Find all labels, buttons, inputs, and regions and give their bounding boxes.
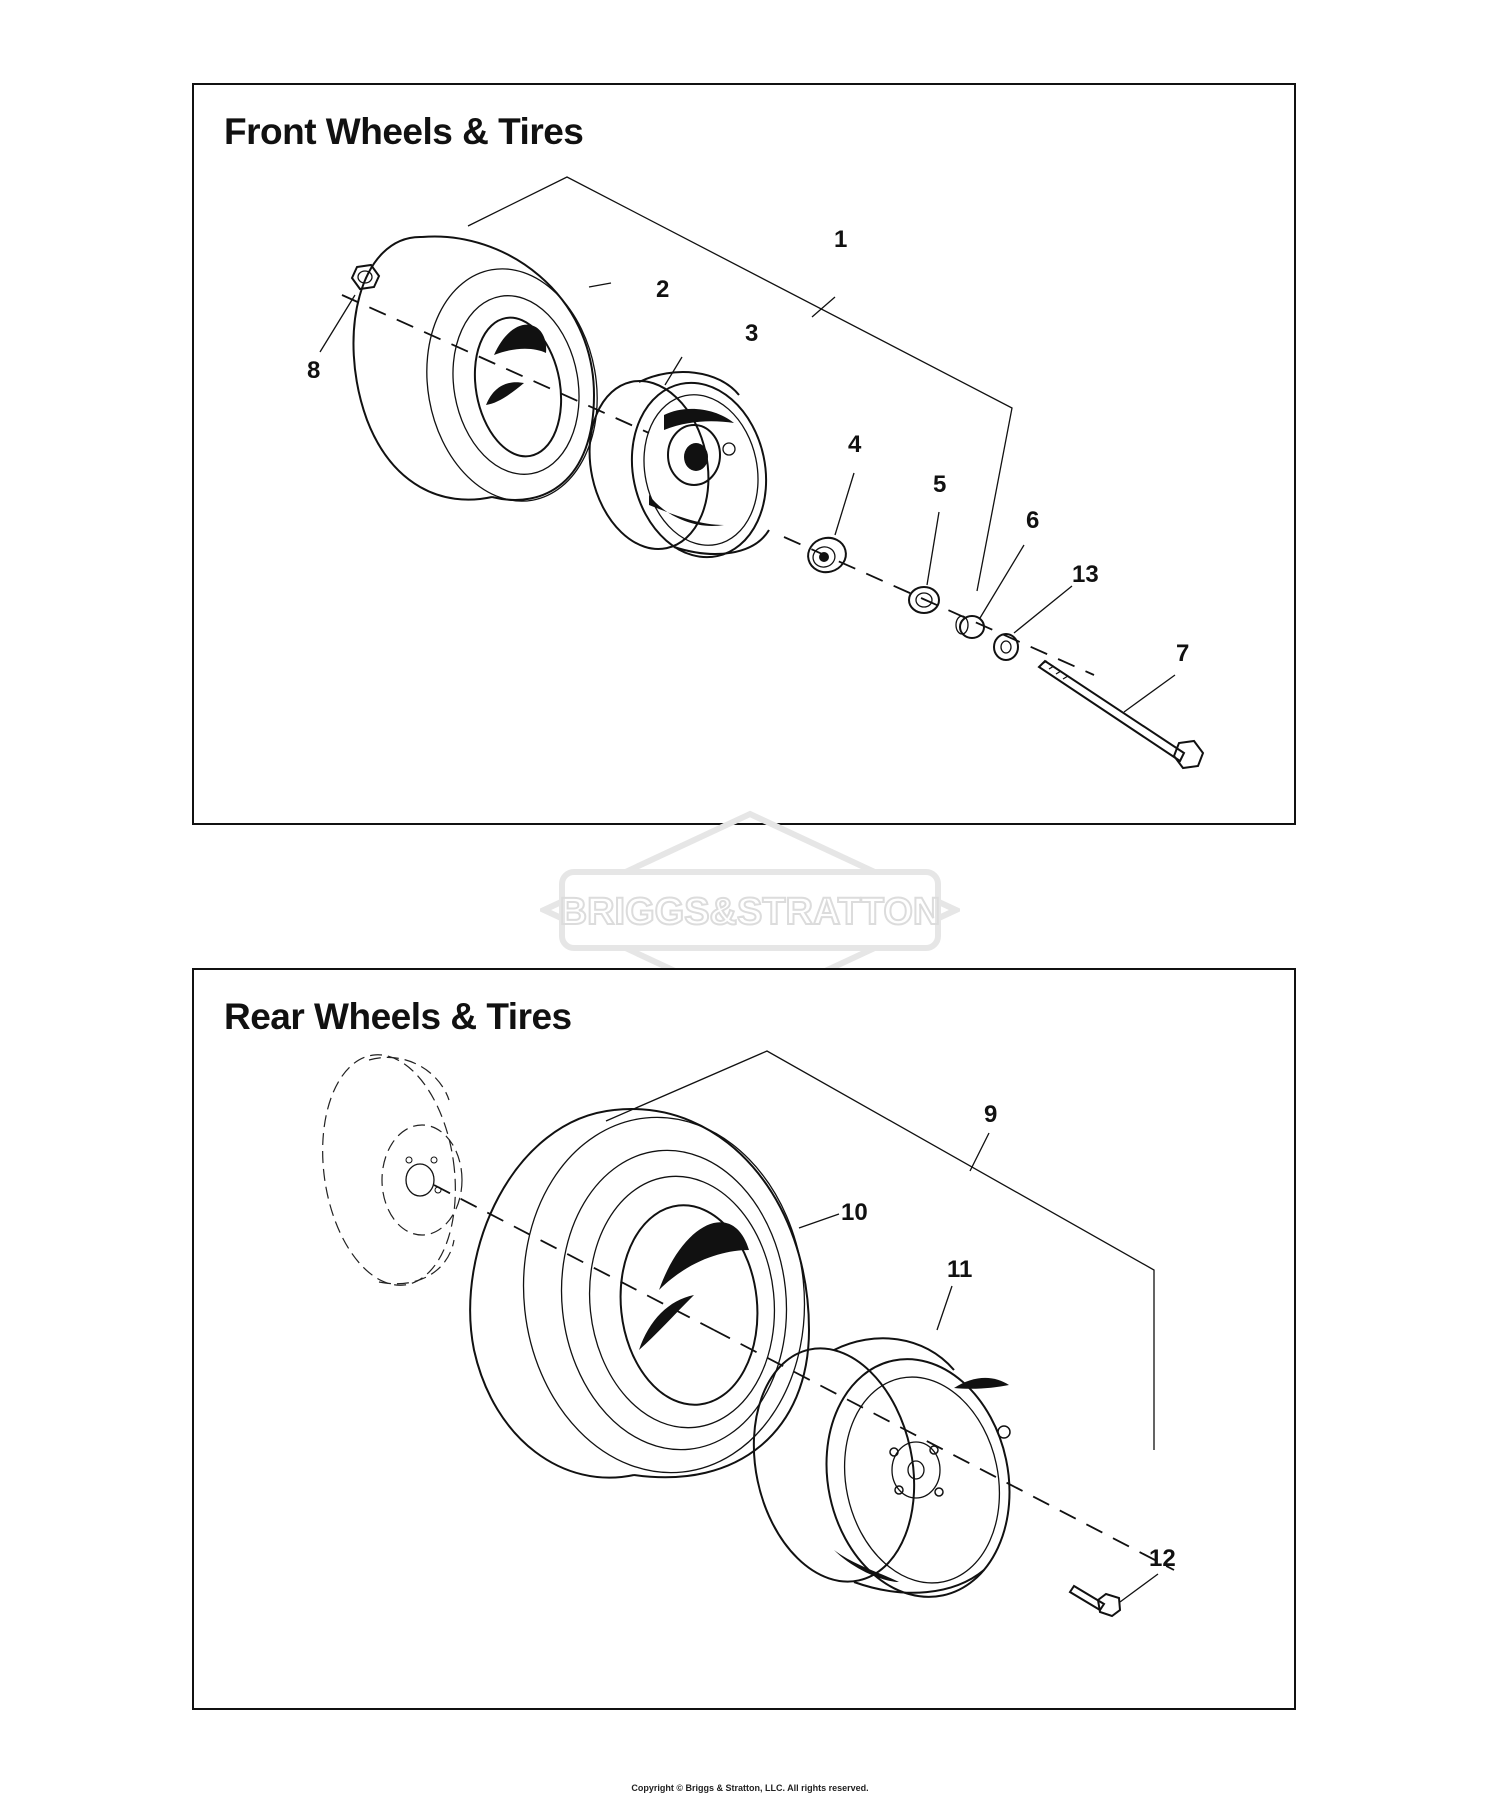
spacer-washer — [908, 586, 940, 614]
rear-assembly-bracket — [605, 1050, 1155, 1450]
leader-2 — [588, 282, 612, 288]
front-assembly-bracket — [467, 176, 1013, 592]
callout-9: 9 — [984, 1101, 997, 1128]
axle-bolt — [1037, 659, 1205, 770]
leader-9 — [969, 1132, 990, 1172]
leader-11 — [936, 1285, 953, 1331]
leader-10 — [798, 1213, 840, 1229]
lock-nut — [350, 263, 381, 291]
leader-1 — [811, 296, 836, 318]
rear-tire — [469, 1108, 811, 1479]
callout-6: 6 — [1026, 507, 1039, 534]
callout-11: 11 — [947, 1256, 972, 1283]
front-axis-left — [341, 294, 650, 434]
front-wheels-panel: Front Wheels & Tires — [192, 83, 1296, 825]
rear-rim — [752, 1337, 1011, 1598]
bushing — [955, 615, 985, 639]
leader-12 — [1119, 1573, 1159, 1603]
front-tire — [352, 235, 598, 502]
front-axis-right — [783, 536, 1095, 676]
copyright-notice: Copyright © Briggs & Stratton, LLC. All … — [631, 1783, 869, 1793]
callout-2: 2 — [656, 276, 669, 303]
front-panel-title: Front Wheels & Tires — [224, 111, 584, 152]
callout-12: 12 — [1149, 1545, 1176, 1572]
leader-3 — [664, 356, 683, 386]
callout-7: 7 — [1176, 640, 1189, 667]
front-rim — [588, 371, 770, 559]
leader-5 — [926, 511, 940, 586]
callout-10: 10 — [841, 1199, 868, 1226]
callout-13: 13 — [1072, 561, 1099, 588]
front-wheel-exploded-diagram: 1 2 3 4 5 6 7 8 13 — [307, 176, 1205, 770]
leader-4 — [834, 472, 855, 536]
callout-5: 5 — [933, 471, 946, 498]
callout-1: 1 — [834, 226, 847, 253]
callout-8: 8 — [307, 357, 320, 384]
callout-3: 3 — [745, 320, 758, 347]
lug-bolt — [1068, 1584, 1122, 1618]
leader-7 — [1123, 674, 1176, 713]
ghosted-axle-hub — [322, 1054, 463, 1286]
briggs-stratton-watermark-logo: BRIGGS&STRATTON — [540, 810, 960, 1010]
leader-13 — [1013, 585, 1073, 634]
watermark-text: BRIGGS&STRATTON — [560, 891, 941, 933]
leader-8 — [319, 294, 356, 353]
rear-panel-title: Rear Wheels & Tires — [224, 996, 572, 1037]
flat-washer — [993, 633, 1019, 661]
rear-wheel-exploded-diagram: 9 10 11 12 — [322, 1050, 1176, 1618]
rear-wheels-panel: Rear Wheels & Tires — [192, 968, 1296, 1710]
callout-4: 4 — [848, 431, 862, 458]
rear-axis-right — [713, 1329, 1175, 1571]
leader-6 — [979, 544, 1025, 619]
rear-axis-left — [433, 1184, 715, 1331]
bearing — [807, 536, 847, 574]
